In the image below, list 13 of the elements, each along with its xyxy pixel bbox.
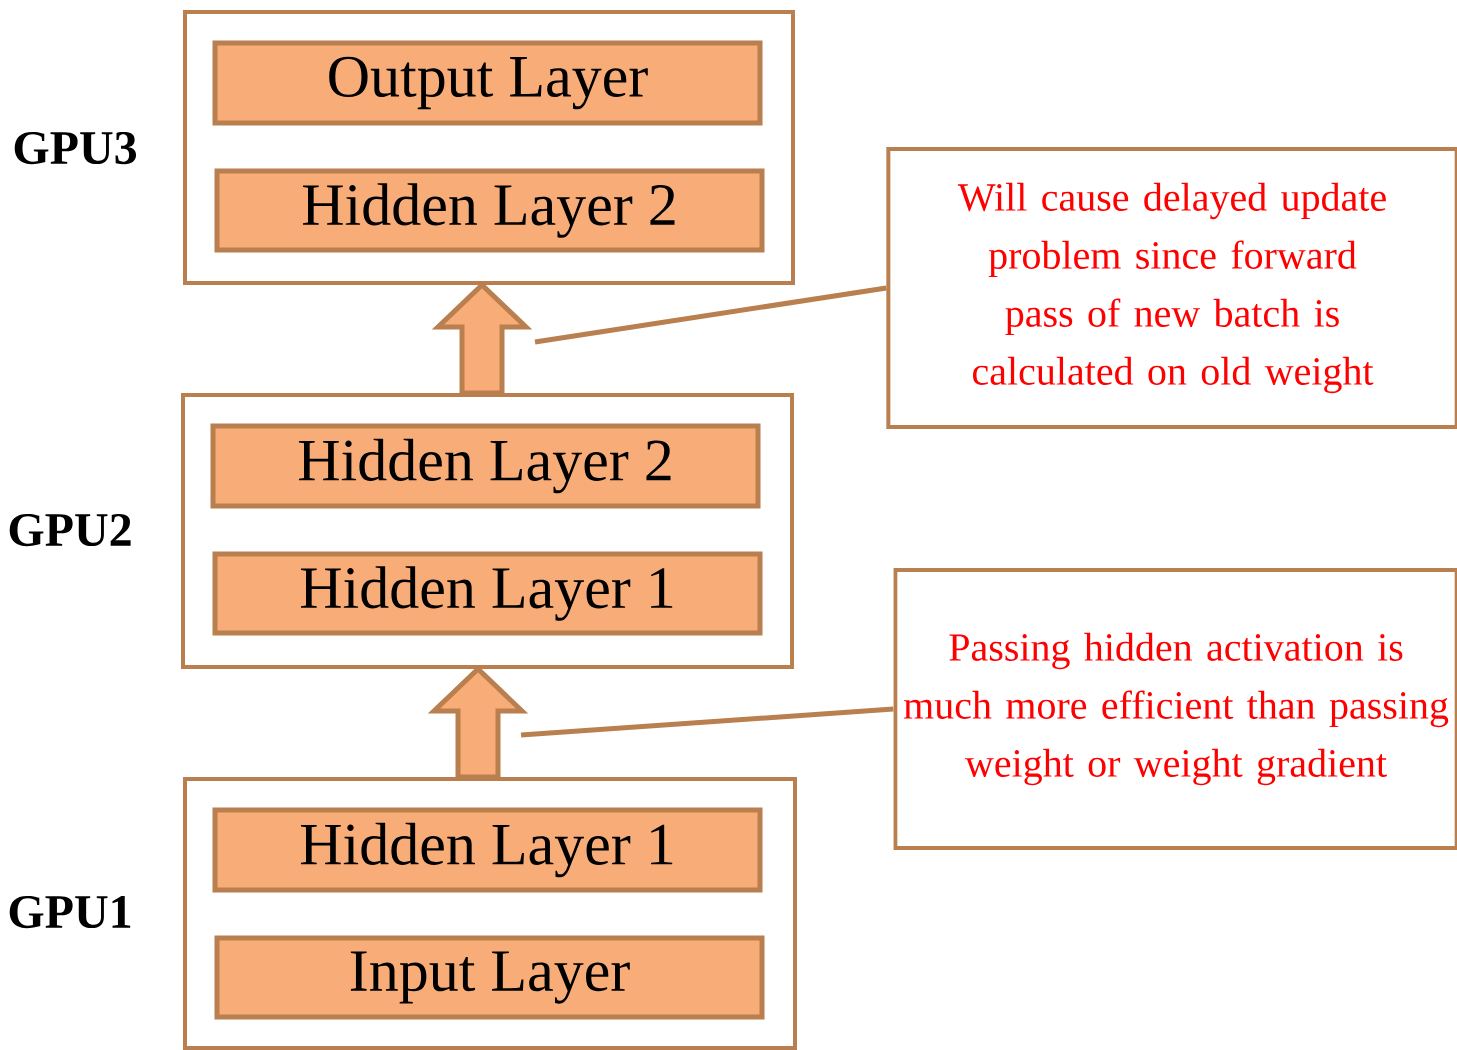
gpu-label: GPU2 bbox=[9, 513, 131, 547]
leader-line bbox=[520, 706, 894, 738]
callout-box: Passing hidden activation is much more efficient than passing weight or weight gradient bbox=[893, 568, 1457, 850]
callout-box: Will cause delayed update problem since forward pass of new batch is calculated on old weight bbox=[886, 147, 1457, 429]
leader-line bbox=[534, 285, 887, 345]
layer-box: Hidden Layer 2 bbox=[214, 168, 765, 253]
layer-box: Hidden Layer 1 bbox=[212, 807, 763, 893]
gpu-label: GPU1 bbox=[9, 895, 131, 929]
layer-box: Output Layer bbox=[212, 40, 763, 126]
gpu-label: GPU3 bbox=[14, 131, 137, 165]
layer-box: Hidden Layer 2 bbox=[210, 423, 761, 509]
layer-box: Hidden Layer 1 bbox=[212, 551, 763, 636]
layer-box: Input Layer bbox=[214, 935, 765, 1020]
